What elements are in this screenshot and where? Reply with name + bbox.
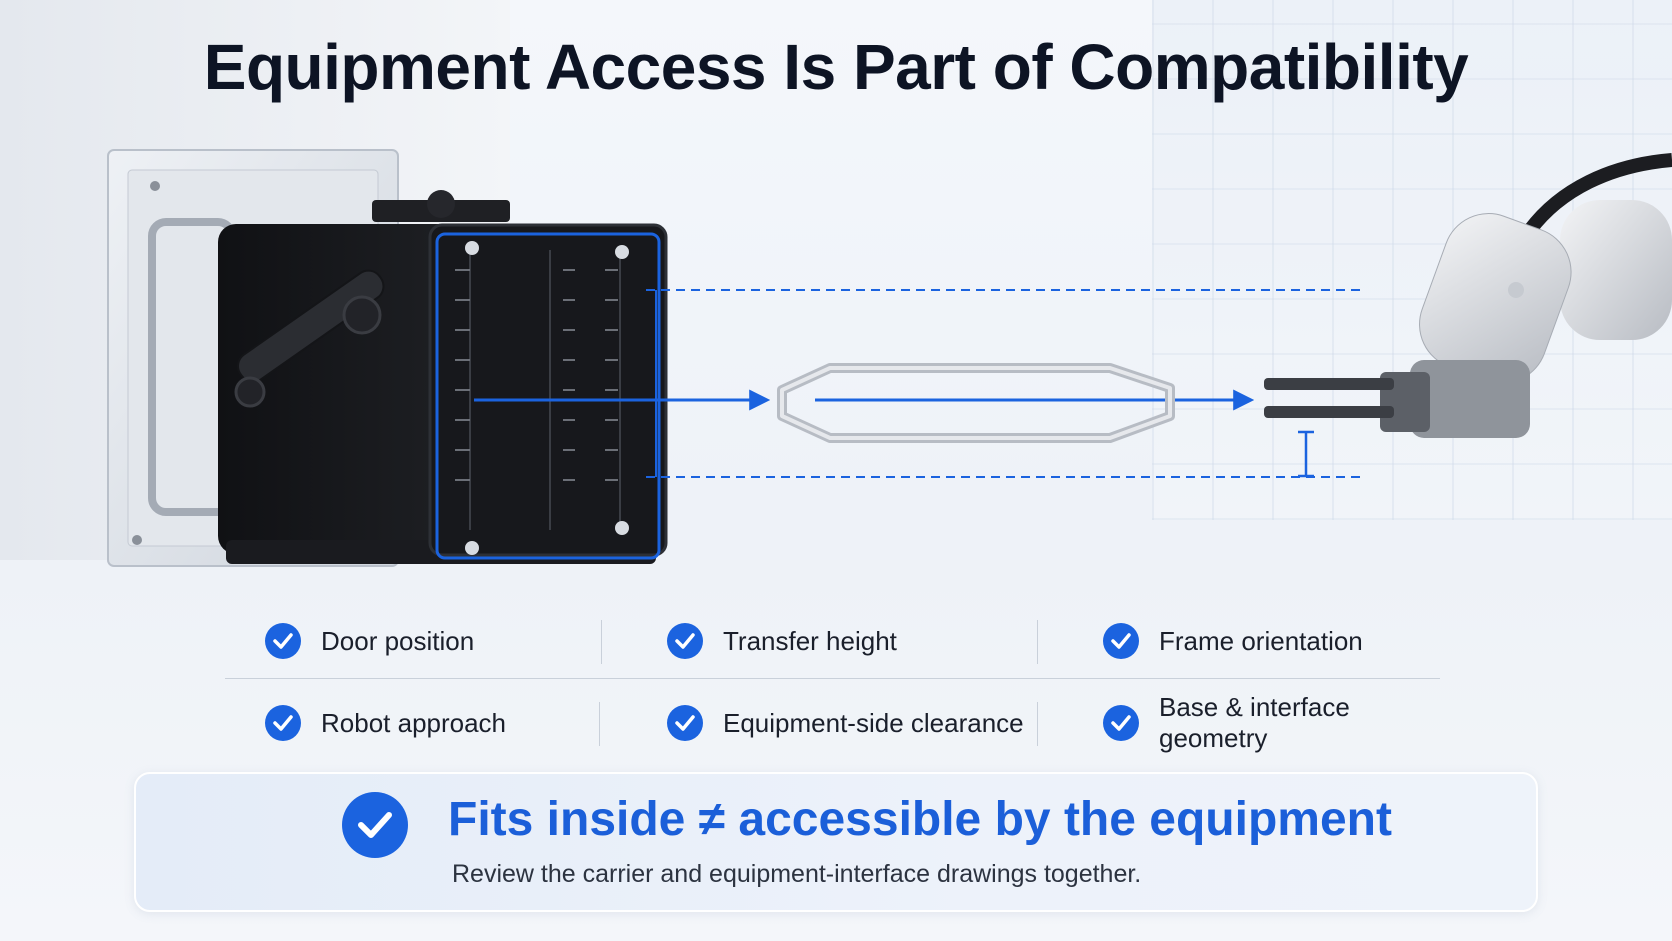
divider <box>1037 702 1038 746</box>
page-title: Equipment Access Is Part of Compatibilit… <box>203 31 1469 103</box>
checklist-label: Frame orientation <box>1159 625 1363 656</box>
wafer-frame <box>777 363 1175 443</box>
check-circle-icon <box>667 623 703 659</box>
height-dimension-icon <box>1298 430 1314 478</box>
checklist-item-door-position: Door position <box>265 616 474 666</box>
checklist-item-base-interface-geometry: Base & interface geometry <box>1103 692 1445 753</box>
check-circle-icon <box>1103 623 1139 659</box>
checklist-label: Equipment-side clearance <box>723 707 1024 738</box>
check-circle-icon <box>667 705 703 741</box>
checklist-item-equipment-side-clearance: Equipment-side clearance <box>667 698 1024 748</box>
check-circle-icon <box>265 623 301 659</box>
check-circle-icon <box>1103 705 1139 741</box>
check-circle-icon <box>342 792 408 858</box>
transfer-height-guides <box>646 289 1362 478</box>
checklist-item-transfer-height: Transfer height <box>667 616 897 666</box>
callout-headline: Fits inside ≠ accessible by the equipmen… <box>448 793 1392 846</box>
compatibility-checklist: Door position Transfer height Frame orie… <box>225 612 1445 753</box>
checklist-label: Door position <box>321 625 475 656</box>
divider <box>601 620 602 664</box>
wafer-carrier <box>218 190 668 564</box>
checklist-item-robot-approach: Robot approach <box>265 698 506 748</box>
robot-arm <box>1264 153 1672 438</box>
divider <box>599 702 600 746</box>
checklist-item-frame-orientation: Frame orientation <box>1103 616 1363 666</box>
divider <box>1037 620 1038 664</box>
callout-subtext: Review the carrier and equipment-interfa… <box>452 860 1142 888</box>
key-takeaway-callout: Fits inside ≠ accessible by the equipmen… <box>134 772 1538 912</box>
checklist-label: Transfer height <box>723 625 897 656</box>
checklist-label: Robot approach <box>321 707 507 738</box>
checklist-label: Base & interface geometry <box>1159 692 1350 753</box>
check-circle-icon <box>265 705 301 741</box>
divider <box>225 678 1440 679</box>
